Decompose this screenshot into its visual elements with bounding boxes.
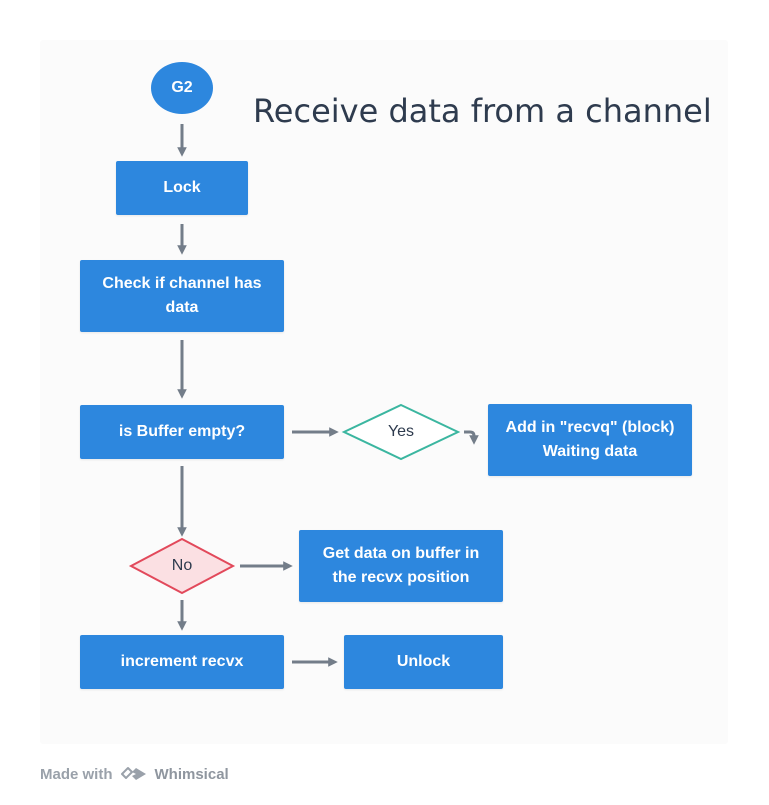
arrow-yes-recvq <box>464 430 479 445</box>
yes-label: Yes <box>387 423 415 440</box>
made-with-text: Made with <box>40 765 113 783</box>
buffer-empty-node: is Buffer empty? <box>80 405 284 459</box>
start-node-g2: G2 <box>151 62 213 114</box>
diagram-title: Receive data from a channel <box>253 92 712 130</box>
no-diamond <box>128 537 236 595</box>
unlock-node: Unlock <box>344 635 503 689</box>
made-with-footer[interactable]: Made with Whimsical <box>40 762 229 786</box>
check-data-node: Check if channel has data <box>80 260 284 332</box>
whimsical-brand-text: Whimsical <box>154 765 229 783</box>
diagram-canvas <box>40 40 728 744</box>
yes-diamond <box>341 403 461 461</box>
add-recvq-node: Add in "recvq" (block) Waiting data <box>488 404 692 476</box>
whimsical-logo-icon <box>120 767 146 780</box>
lock-node: Lock <box>116 161 248 215</box>
increment-recvx-node: increment recvx <box>80 635 284 689</box>
get-data-node: Get data on buffer in the recvx position <box>299 530 503 602</box>
no-label: No <box>171 557 193 574</box>
